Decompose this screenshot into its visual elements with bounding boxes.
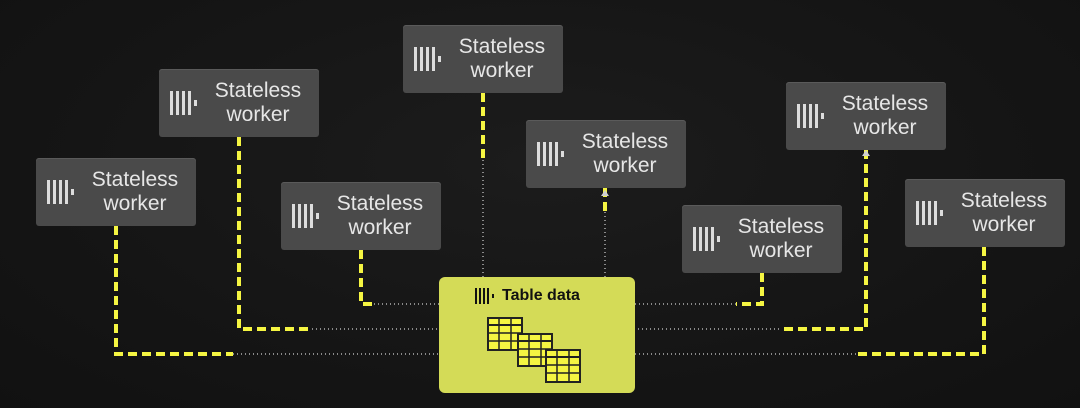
dashed-connector — [359, 250, 374, 306]
worker-label-line1: Stateless — [214, 79, 302, 102]
worker-label-line2: worker — [593, 154, 657, 177]
worker-label-line1: Stateless — [336, 192, 424, 215]
table-grid-icon — [545, 349, 581, 383]
worker-label-line2: worker — [972, 213, 1036, 236]
worker-label-line1: Stateless — [737, 215, 825, 238]
worker-label-line2: worker — [103, 192, 167, 215]
dashed-connector — [237, 137, 312, 331]
columns-logo-icon — [414, 47, 441, 71]
columns-logo-icon — [693, 227, 720, 251]
dashed-connector — [856, 247, 986, 356]
columns-logo-icon — [916, 201, 943, 225]
connection-lines — [114, 93, 986, 356]
worker-label-line2: worker — [348, 216, 412, 239]
worker-label-line1: Stateless — [458, 35, 546, 58]
worker-label-line1: Stateless — [91, 168, 179, 191]
worker-label-line1: Stateless — [581, 130, 669, 153]
dashed-connector — [736, 273, 764, 306]
columns-logo-icon — [47, 180, 74, 204]
columns-logo-icon — [170, 91, 197, 115]
arrow-head-icon — [601, 190, 609, 196]
table-data-hub: Table data — [439, 277, 635, 393]
arrow-head-icon — [862, 150, 870, 156]
columns-logo-icon — [537, 142, 564, 166]
columns-logo-icon — [292, 204, 319, 228]
hub-title-text: Table data — [502, 287, 580, 304]
worker-label-line2: worker — [470, 59, 534, 82]
table-grid-icon — [487, 317, 523, 351]
dashed-connector — [114, 226, 233, 356]
worker-label-line2: worker — [226, 103, 290, 126]
columns-logo-icon — [797, 104, 824, 128]
dashed-connector — [779, 150, 868, 331]
worker-label-line2: worker — [749, 239, 813, 262]
worker-label-line1: Stateless — [960, 189, 1048, 212]
columns-logo-icon — [475, 288, 494, 304]
worker-label-line2: worker — [853, 116, 917, 139]
worker-label-line1: Stateless — [841, 92, 929, 115]
hub-title: Table data — [475, 287, 580, 305]
